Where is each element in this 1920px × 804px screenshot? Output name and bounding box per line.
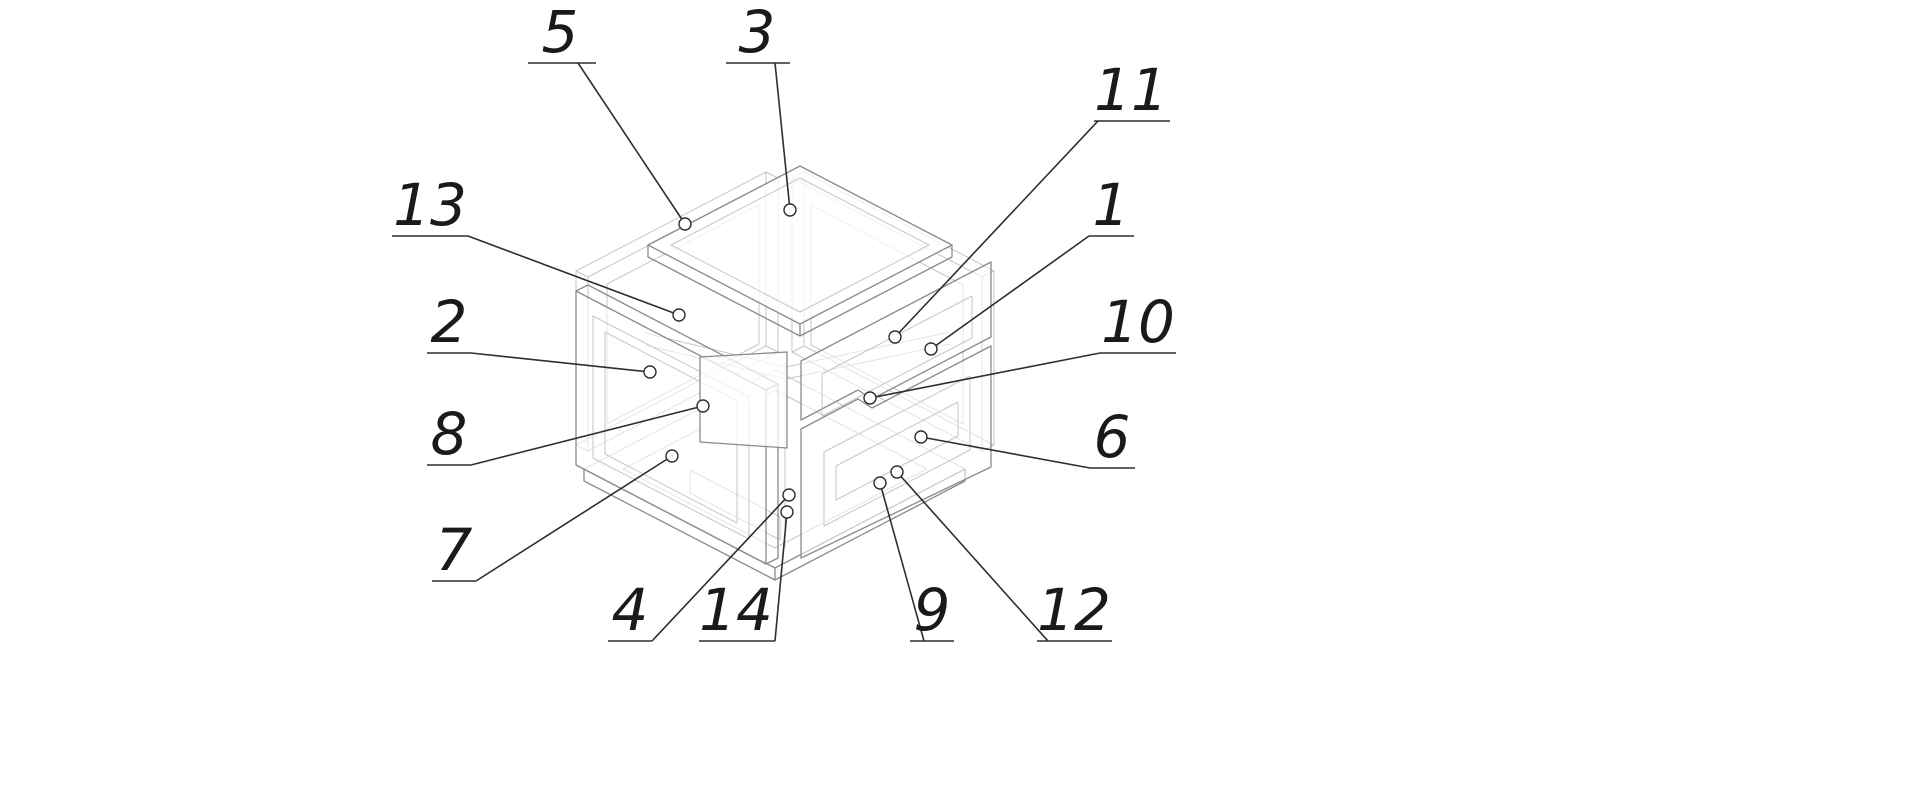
target-marker [665, 449, 679, 463]
target-marker [678, 217, 692, 231]
part-number-5: 5 [542, 0, 579, 66]
right-lower-panel-face [800, 345, 992, 559]
callout-12: 12 [890, 465, 1112, 644]
leader-line [920, 436, 1091, 469]
part-number-14: 14 [699, 576, 773, 644]
target-marker [890, 465, 904, 479]
left-panel [575, 284, 779, 565]
part-number-8: 8 [431, 400, 468, 468]
back-left-panel-thickness-edges [575, 171, 779, 452]
part-number-11: 11 [1094, 56, 1168, 124]
target-marker [696, 399, 710, 413]
callout-3: 3 [726, 0, 797, 217]
part-number-4: 4 [612, 576, 649, 644]
callout-14: 14 [699, 505, 794, 644]
target-marker [672, 308, 686, 322]
left-panel-frame-outer [592, 315, 750, 540]
part-number-3: 3 [739, 0, 776, 66]
right-lower-panel-frame-outer [823, 375, 971, 527]
right-lower-panel-frame-inner [835, 401, 959, 501]
leader-line [651, 494, 790, 642]
top-panel-thickness [647, 245, 953, 337]
target-marker [780, 505, 794, 519]
callout-9: 9 [873, 476, 954, 644]
target-marker [783, 203, 797, 217]
part-number-9: 9 [914, 576, 951, 644]
leader-line [577, 62, 686, 225]
part-number-12: 12 [1037, 576, 1111, 644]
left-panel-frame-inner [604, 331, 738, 524]
callout-10: 10 [863, 288, 1176, 405]
callout-1: 1 [924, 171, 1134, 356]
leader-line [470, 405, 704, 466]
leader-line [774, 511, 788, 642]
leader-line [475, 455, 673, 582]
top-panel [647, 165, 953, 337]
callout-8: 8 [427, 399, 710, 468]
leader-line [467, 235, 680, 316]
target-marker [914, 430, 928, 444]
leader-line [470, 352, 651, 373]
callout-11: 11 [888, 56, 1170, 344]
callout-6: 6 [914, 403, 1135, 471]
callout-4: 4 [608, 488, 796, 644]
leader-line [896, 471, 1049, 642]
part-number-13: 13 [393, 171, 467, 239]
cube-assembly-drawing [575, 165, 995, 581]
callout-7: 7 [432, 449, 679, 584]
target-marker [924, 342, 938, 356]
leader-line [894, 120, 1099, 338]
leader-line [879, 482, 925, 642]
right-lower-panel [800, 345, 992, 559]
part-number-10: 10 [1101, 288, 1175, 356]
callout-2: 2 [427, 288, 657, 379]
target-marker [888, 330, 902, 344]
leader-line [930, 235, 1090, 350]
callout-5: 5 [528, 0, 692, 231]
target-marker [873, 476, 887, 490]
top-panel-face [647, 165, 953, 325]
callout-13: 13 [392, 171, 686, 322]
top-panel-inner-line [670, 177, 930, 313]
center-tongue-face [699, 351, 788, 449]
target-marker [863, 391, 877, 405]
part-number-2: 2 [431, 288, 468, 356]
leader-line [774, 62, 791, 211]
target-marker [643, 365, 657, 379]
part-number-7: 7 [436, 516, 473, 584]
center-tongue [699, 351, 788, 449]
part-number-1: 1 [1093, 171, 1130, 239]
leader-line [869, 352, 1101, 399]
part-number-6: 6 [1094, 403, 1131, 471]
target-marker [782, 488, 796, 502]
right-upper-panel-frame [821, 295, 973, 417]
